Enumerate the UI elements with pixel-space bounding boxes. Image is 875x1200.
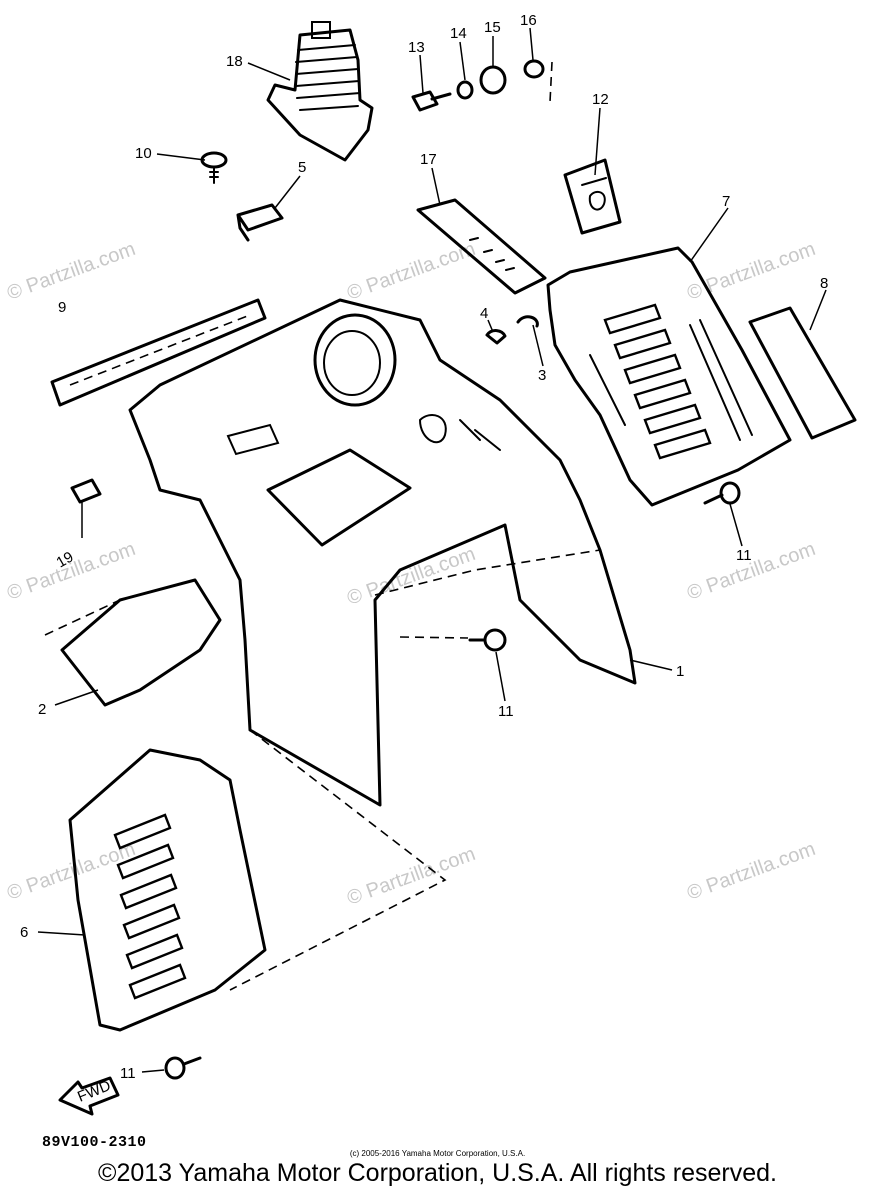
callout-1: 1 [676,663,684,680]
part-11-bolt-center [399,628,507,652]
part-7-right-panel [546,246,792,507]
watermark: © Partzilla.com [4,838,138,905]
fastener-stack [411,59,553,112]
callout-6: 6 [20,924,28,941]
callout-8: 8 [820,275,828,292]
part-17-strip [416,198,547,295]
watermark: © Partzilla.com [684,238,818,305]
small-copyright: (c) 2005-2016 Yamaha Motor Corporation, … [349,1149,526,1158]
part-3-clip [516,315,539,328]
callout-11: 11 [498,703,514,720]
callout-18: 18 [226,53,243,70]
callouts: 18 10 5 13 14 15 16 12 17 7 8 9 4 3 11 1… [20,12,828,1082]
watermark: © Partzilla.com [4,538,138,605]
callout-13: 13 [408,39,425,56]
fwd-arrow: FWD [58,1076,120,1116]
part-12-latch [563,158,622,235]
callout-17: 17 [420,151,437,168]
callout-5: 5 [298,159,306,176]
callout-15: 15 [484,19,501,36]
callout-19: 19 [54,548,77,571]
part-10-clip [200,151,228,184]
part-19-clip [70,478,102,504]
callout-14: 14 [450,25,467,42]
part-2-left-cover [44,578,222,707]
callout-12: 12 [592,91,609,108]
part-9-strip [50,298,267,407]
part-11-bolt-right [703,481,741,505]
callout-4: 4 [480,305,488,322]
callout-11: 11 [736,547,752,564]
watermark: © Partzilla.com [344,843,478,910]
part-4-clip [485,329,507,345]
part-6-lower-panel [68,729,447,1032]
callout-11: 11 [120,1065,136,1082]
callout-7: 7 [722,193,730,210]
part-11-bolt-lower [164,1056,202,1080]
callout-2: 2 [38,701,46,718]
diagram-code: 89V100-2310 [42,1134,147,1151]
callout-3: 3 [538,367,546,384]
copyright: ©2013 Yamaha Motor Corporation, U.S.A. A… [98,1159,777,1187]
watermark: © Partzilla.com [684,838,818,905]
callout-16: 16 [520,12,537,29]
watermark: © Partzilla.com [4,238,138,305]
part-5-plate [236,203,284,242]
watermark: © Partzilla.com [344,543,478,610]
part-8-strip [748,306,857,440]
leader-lines [37,27,827,1073]
fwd-label: FWD [75,1077,113,1106]
callout-9: 9 [58,299,66,316]
callout-10: 10 [135,145,152,162]
part-18-shift-boot [266,21,374,162]
part-1-dash-body [128,298,637,807]
watermark: © Partzilla.com [344,238,478,305]
